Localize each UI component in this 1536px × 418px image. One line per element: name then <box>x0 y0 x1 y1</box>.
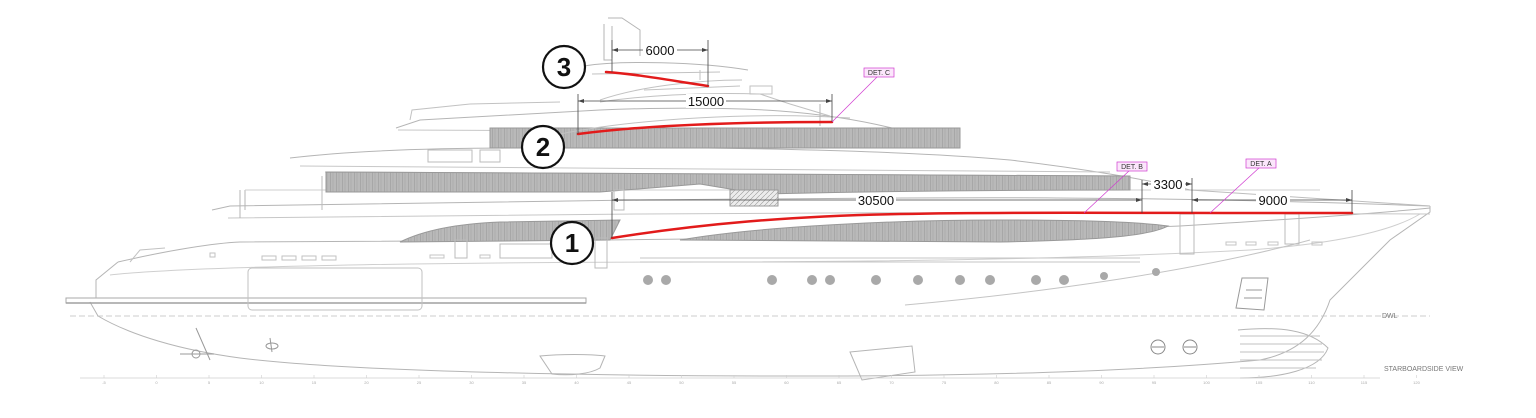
frame-tick-label: 45 <box>627 380 632 385</box>
sun-deck-mast <box>583 17 749 101</box>
detail-tag-c: DET. C <box>863 67 895 78</box>
frame-tick-label: 50 <box>679 380 684 385</box>
svg-text:DET. B: DET. B <box>1121 164 1143 171</box>
hull <box>65 206 1431 381</box>
svg-text:DET. A: DET. A <box>1250 161 1272 168</box>
dimension-3300: 3300 <box>1154 177 1183 192</box>
main-deck <box>211 189 1431 269</box>
frame-tick-label: 75 <box>942 380 947 385</box>
highlight-line-3 <box>604 70 710 88</box>
frame-tick-label: 105 <box>1256 380 1263 385</box>
dimension-arrows <box>578 48 1352 202</box>
callout-3: 3 <box>541 44 587 90</box>
frame-ticks: -5 0 5 10 15 20 25 30 35 40 45 50 55 60 65 70 75 80 85 90 95… <box>102 375 1421 385</box>
svg-text:2: 2 <box>536 132 550 162</box>
highlight-line-2 <box>576 120 834 136</box>
frame-tick-label: 90 <box>1099 380 1104 385</box>
frame-tick-label: 40 <box>574 380 579 385</box>
svg-text:3: 3 <box>557 52 571 82</box>
bridge-deck <box>395 85 961 149</box>
dimension-6000: 6000 <box>646 43 675 58</box>
svg-text:1: 1 <box>565 228 579 258</box>
dwl-label: DWL <box>1382 313 1398 320</box>
highlight-line-1 <box>610 211 1354 240</box>
frame-tick-label: 115 <box>1361 380 1368 385</box>
frame-tick-label: 30 <box>469 380 474 385</box>
dimension-15000: 15000 <box>688 94 724 109</box>
detail-tag-a: DET. A <box>1245 158 1277 169</box>
frame-tick-label: 65 <box>837 380 842 385</box>
highlighted-edges <box>576 70 1354 240</box>
detail-tag-b: DET. B <box>1116 161 1148 172</box>
frame-tick-label: 100 <box>1203 380 1210 385</box>
frame-tick-label: 0 <box>155 380 158 385</box>
dimension-9000: 9000 <box>1259 193 1288 208</box>
frame-tick-label: 95 <box>1152 380 1157 385</box>
frame-tick-label: 35 <box>522 380 527 385</box>
dimension-30500: 30500 <box>858 193 894 208</box>
frame-tick-label: 15 <box>312 380 317 385</box>
starboard-side-view-label: STARBOARDSIDE VIEW <box>1384 366 1464 373</box>
detail-leaders <box>831 75 1261 214</box>
frame-tick-label: 60 <box>784 380 789 385</box>
upper-deck <box>289 147 1191 211</box>
baseline: -5 0 5 10 15 20 25 30 35 40 45 50 55 60 65 70 75 80 85 90 95… <box>80 366 1464 385</box>
frame-tick-label: 110 <box>1308 380 1315 385</box>
svg-text:DET. C: DET. C <box>868 70 890 77</box>
frame-tick-label: 70 <box>889 380 894 385</box>
callout-2: 2 <box>520 124 566 170</box>
frame-tick-label: 5 <box>208 380 211 385</box>
portholes <box>643 268 1160 285</box>
frame-tick-label: 85 <box>1047 380 1052 385</box>
frame-tick-label: -5 <box>102 380 106 385</box>
sea-chests <box>1150 339 1198 355</box>
frame-tick-label: 10 <box>259 380 264 385</box>
frame-tick-label: 20 <box>364 380 369 385</box>
frame-tick-label: 55 <box>732 380 737 385</box>
frame-tick-label: 25 <box>417 380 422 385</box>
frame-tick-label: 80 <box>994 380 999 385</box>
frame-tick-label: 120 <box>1413 380 1420 385</box>
waterline: DWL <box>70 313 1430 320</box>
callout-1: 1 <box>549 220 595 266</box>
